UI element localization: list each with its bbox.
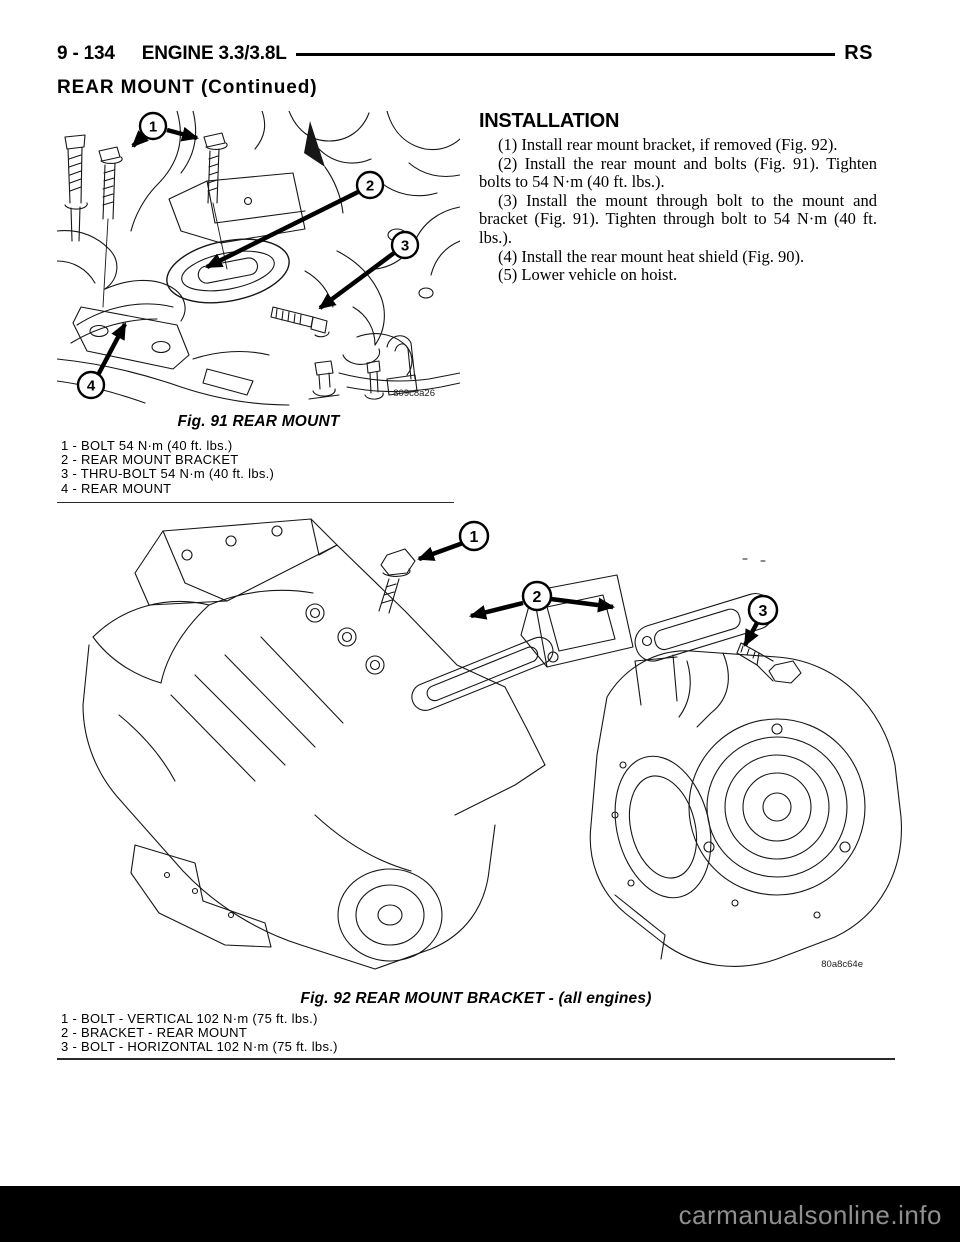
bracket-arm <box>411 636 554 711</box>
install-step-3: (3) Install the mount through bolt to th… <box>479 190 877 247</box>
small-bolt-nut <box>308 360 340 400</box>
fig92-callout-arrows <box>417 540 759 647</box>
callout-circle-4 <box>76 370 106 400</box>
installation-section: INSTALLATION (1) Install rear mount brac… <box>479 110 877 285</box>
fig92-legend: 1 - BOLT - VERTICAL 102 N·m (75 ft. lbs.… <box>61 1011 338 1055</box>
site-watermark-link[interactable]: carmanualsonline.info <box>678 1200 942 1230</box>
callout-circle-1 <box>458 520 490 552</box>
fig92-legend-item-2: 2 - BRACKET - REAR MOUNT <box>61 1025 248 1041</box>
fig92-legend-item-3: 3 - BOLT - HORIZONTAL 102 N·m (75 ft. lb… <box>61 1039 338 1055</box>
callout-circle-1 <box>138 111 168 141</box>
fig92-svg: 1 2 3 80a8c64e <box>82 518 902 970</box>
page-header: 9 - 134 ENGINE 3.3/3.8L RS <box>57 42 873 65</box>
u-hose <box>386 335 418 396</box>
fig91-legend-item-4: 4 - REAR MOUNT <box>61 480 172 496</box>
fig91-legend: 1 - BOLT 54 N·m (40 ft. lbs.) 2 - REAR M… <box>61 438 275 496</box>
fig91-legend-item-2: 2 - REAR MOUNT BRACKET <box>61 452 239 468</box>
fig92-engine-art <box>82 518 902 970</box>
threaded-stud <box>64 134 88 242</box>
fig91-svg: 1 2 3 4 809c8a26 <box>57 111 460 406</box>
callout-2: 2 <box>533 589 542 606</box>
rear-mount-bracket-ring <box>166 238 290 304</box>
callout-1: 1 <box>149 118 157 135</box>
fig91-callouts: 1 2 3 4 <box>76 111 420 400</box>
fig92-watermark-code: 80a8c64e <box>821 959 863 970</box>
callout-circle-3 <box>747 594 779 626</box>
flywheel <box>337 868 443 962</box>
bolt-1-left <box>98 146 123 308</box>
continued-heading: REAR MOUNT (Continued) <box>57 77 318 98</box>
install-step-2: (2) Install the rear mount and bolts (Fi… <box>479 153 877 192</box>
transaxle <box>589 650 902 967</box>
rear-mount-body <box>70 279 190 370</box>
divider-rule-fig92 <box>57 1058 895 1060</box>
vertical-bolt <box>378 548 416 614</box>
fig91-watermark-code: 809c8a26 <box>393 388 435 399</box>
callout-circle-2 <box>355 170 385 200</box>
fig91-legend-item-1: 1 - BOLT 54 N·m (40 ft. lbs.) <box>61 438 233 453</box>
fig92-caption: Fig. 92 REAR MOUNT BRACKET - (all engine… <box>300 990 652 1007</box>
platform-code: RS <box>844 42 873 64</box>
callout-3: 3 <box>759 603 768 620</box>
bolt-1-right <box>203 132 228 270</box>
fig92-callouts: 1 2 3 <box>458 520 779 626</box>
callout-4: 4 <box>87 377 96 394</box>
fig91-illustration: 1 2 3 4 809c8a26 <box>57 111 460 408</box>
section-title: ENGINE 3.3/3.8L <box>141 42 287 64</box>
dark-wedge <box>304 121 325 167</box>
fig92-legend-item-1: 1 - BOLT - VERTICAL 102 N·m (75 ft. lbs.… <box>61 1011 318 1026</box>
horizontal-bolt <box>736 642 802 684</box>
callout-circle-2 <box>521 580 553 612</box>
install-step-1: (1) Install rear mount bracket, if remov… <box>498 135 838 154</box>
install-step-5: (5) Lower vehicle on hoist. <box>498 265 678 285</box>
callout-1: 1 <box>470 529 479 546</box>
footer-bar: carmanualsonline.info <box>0 1186 960 1242</box>
fig91-caption: Fig. 91 REAR MOUNT <box>177 413 340 430</box>
installation-heading: INSTALLATION <box>479 110 620 132</box>
thru-bolt <box>270 306 330 338</box>
callout-circle-3 <box>390 230 420 260</box>
stud-bottom <box>364 360 384 400</box>
oil-pan <box>130 844 272 948</box>
fig91-callout-arrows <box>96 126 396 377</box>
page-number: 9 - 134 <box>57 42 115 64</box>
install-step-4: (4) Install the rear mount heat shield (… <box>498 246 805 266</box>
callout-2: 2 <box>366 177 374 194</box>
divider-rule-fig91 <box>57 502 454 503</box>
fig91-legend-item-3: 3 - THRU-BOLT 54 N·m (40 ft. lbs.) <box>61 466 275 482</box>
header-rule <box>295 53 836 56</box>
fig92-illustration: 1 2 3 80a8c64e <box>75 515 905 985</box>
callout-3: 3 <box>401 237 409 254</box>
